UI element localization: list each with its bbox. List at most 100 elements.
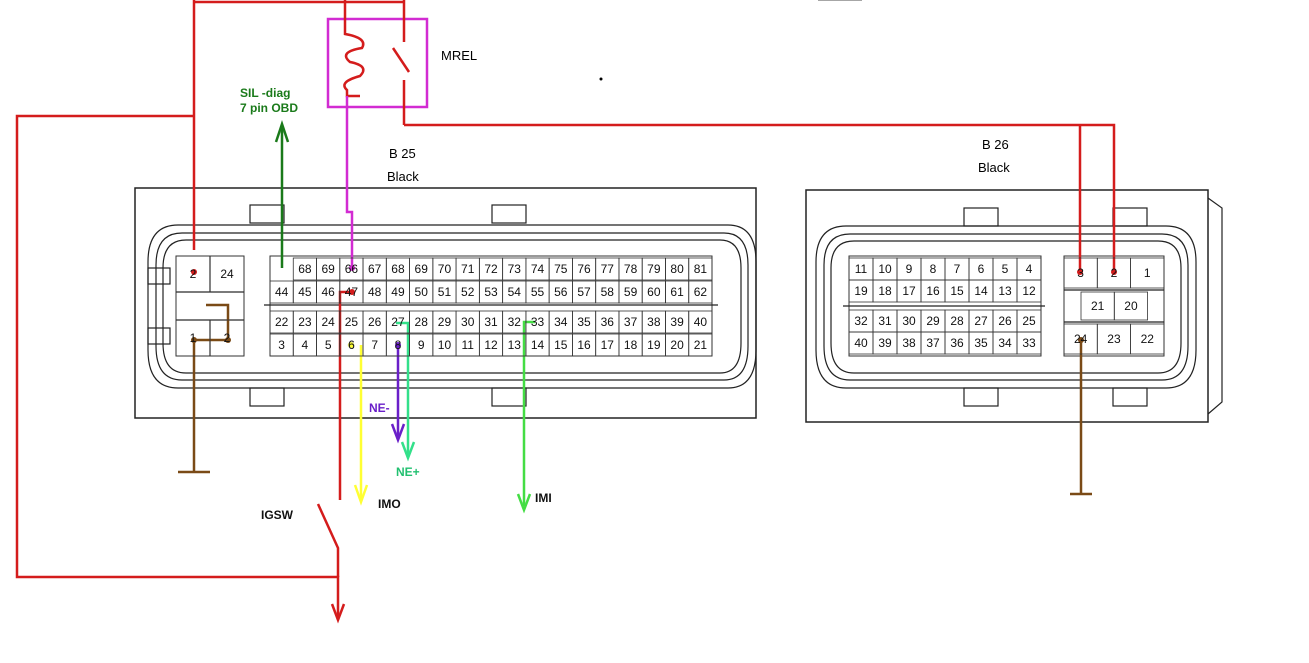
igsw-label: IGSW (261, 508, 294, 522)
wire-arrows (274, 120, 532, 624)
pin-number: 14 (531, 338, 545, 352)
pin-number: 30 (902, 314, 916, 328)
pin-number: 76 (577, 262, 591, 276)
pin-number: 12 (1022, 284, 1036, 298)
pin-number: 80 (670, 262, 684, 276)
pin-number: 49 (391, 285, 405, 299)
pin-number: 39 (670, 315, 684, 329)
pin-number: 71 (461, 262, 475, 276)
imi-wire (522, 320, 535, 506)
pin-cell (1016, 279, 1042, 303)
pin-number: 58 (601, 285, 615, 299)
pin-number: 78 (624, 262, 638, 276)
pin-number: 75 (554, 262, 568, 276)
pin-number: 34 (554, 315, 568, 329)
pin-cell (1113, 291, 1149, 321)
pin-number: 17 (902, 284, 916, 298)
pin-number: 33 (1022, 336, 1036, 350)
pin-number: 39 (878, 336, 892, 350)
pin-number: 59 (624, 285, 638, 299)
pin-cell (688, 310, 713, 334)
pin-number: 25 (1022, 314, 1036, 328)
pin-number: 7 (954, 262, 961, 276)
pin-number: 22 (275, 315, 289, 329)
pin-number: 31 (878, 314, 892, 328)
pin-number: 9 (906, 262, 913, 276)
power-wire-loop (15, 114, 340, 620)
pin-number: 61 (670, 285, 684, 299)
pin-cell (209, 319, 245, 357)
pin-number: 34 (998, 336, 1012, 350)
pin-number: 70 (438, 262, 452, 276)
pin-cell (1130, 323, 1165, 355)
pin-number: 3 (1077, 266, 1084, 280)
pin-number: 21 (694, 338, 708, 352)
pin-number: 9 (418, 338, 425, 352)
sil-diag-label: SIL -diag (240, 86, 290, 100)
pin-number: 2 (190, 267, 197, 281)
pin-number: 20 (670, 338, 684, 352)
pin-number: 36 (601, 315, 615, 329)
obd-label: 7 pin OBD (240, 101, 298, 115)
pin-number: 6 (978, 262, 985, 276)
pin-number: 31 (484, 315, 498, 329)
pin-number: 27 (391, 315, 405, 329)
pin-number: 4 (302, 338, 309, 352)
pin-number: 29 (926, 314, 940, 328)
pin-number: 16 (926, 284, 940, 298)
pin-number: 50 (415, 285, 429, 299)
pin-number: 40 (854, 336, 868, 350)
pin-number: 8 (395, 338, 402, 352)
b26-connector (805, 189, 1223, 423)
pin-number: 54 (508, 285, 522, 299)
pin-number: 45 (298, 285, 312, 299)
pin-number: 37 (926, 336, 940, 350)
pin-number: 30 (461, 315, 475, 329)
pin-number: 53 (484, 285, 498, 299)
pin-number: 17 (601, 338, 615, 352)
b26-title: B 26 (982, 137, 1009, 152)
pin-number: 79 (647, 262, 661, 276)
pin-number: 40 (694, 315, 708, 329)
pin-number: 52 (461, 285, 475, 299)
pin-number: 11 (855, 262, 868, 276)
pin-number: 3 (278, 338, 285, 352)
pin-number: 5 (1002, 262, 1009, 276)
pin-number: 10 (878, 262, 892, 276)
pin-number: 81 (694, 262, 708, 276)
pin-number: 35 (974, 336, 988, 350)
pin-number: 26 (368, 315, 382, 329)
pin-number: 13 (998, 284, 1012, 298)
pin-number: 16 (577, 338, 591, 352)
pin-cell (1130, 257, 1165, 289)
b25-color: Black (387, 169, 419, 184)
pin-number: 4 (1026, 262, 1033, 276)
pin-number: 5 (325, 338, 332, 352)
pin-number: 1 (190, 331, 197, 345)
pin-cell (209, 255, 245, 293)
mrel-label: MREL (441, 48, 477, 63)
pin-number: 60 (647, 285, 661, 299)
pin-number: 38 (647, 315, 661, 329)
pin-number: 22 (1141, 332, 1155, 346)
pin-number: 57 (577, 285, 591, 299)
pin-number: 1 (1144, 266, 1151, 280)
mrel-relay (326, 0, 429, 125)
pin-number: 18 (878, 284, 892, 298)
pin-number: 47 (345, 285, 359, 299)
pin-number: 8 (930, 262, 937, 276)
pin-number: 32 (508, 315, 522, 329)
pin-number: 24 (321, 315, 335, 329)
pin-number: 28 (950, 314, 964, 328)
relay-control-wire (345, 96, 354, 266)
pin-number: 7 (371, 338, 378, 352)
pin-number: 62 (694, 285, 708, 299)
pin-dots (191, 77, 1117, 349)
b26-color: Black (978, 160, 1010, 175)
pin-cell (688, 280, 713, 304)
pin-number: 51 (438, 285, 452, 299)
pin-number: 21 (1091, 299, 1105, 313)
